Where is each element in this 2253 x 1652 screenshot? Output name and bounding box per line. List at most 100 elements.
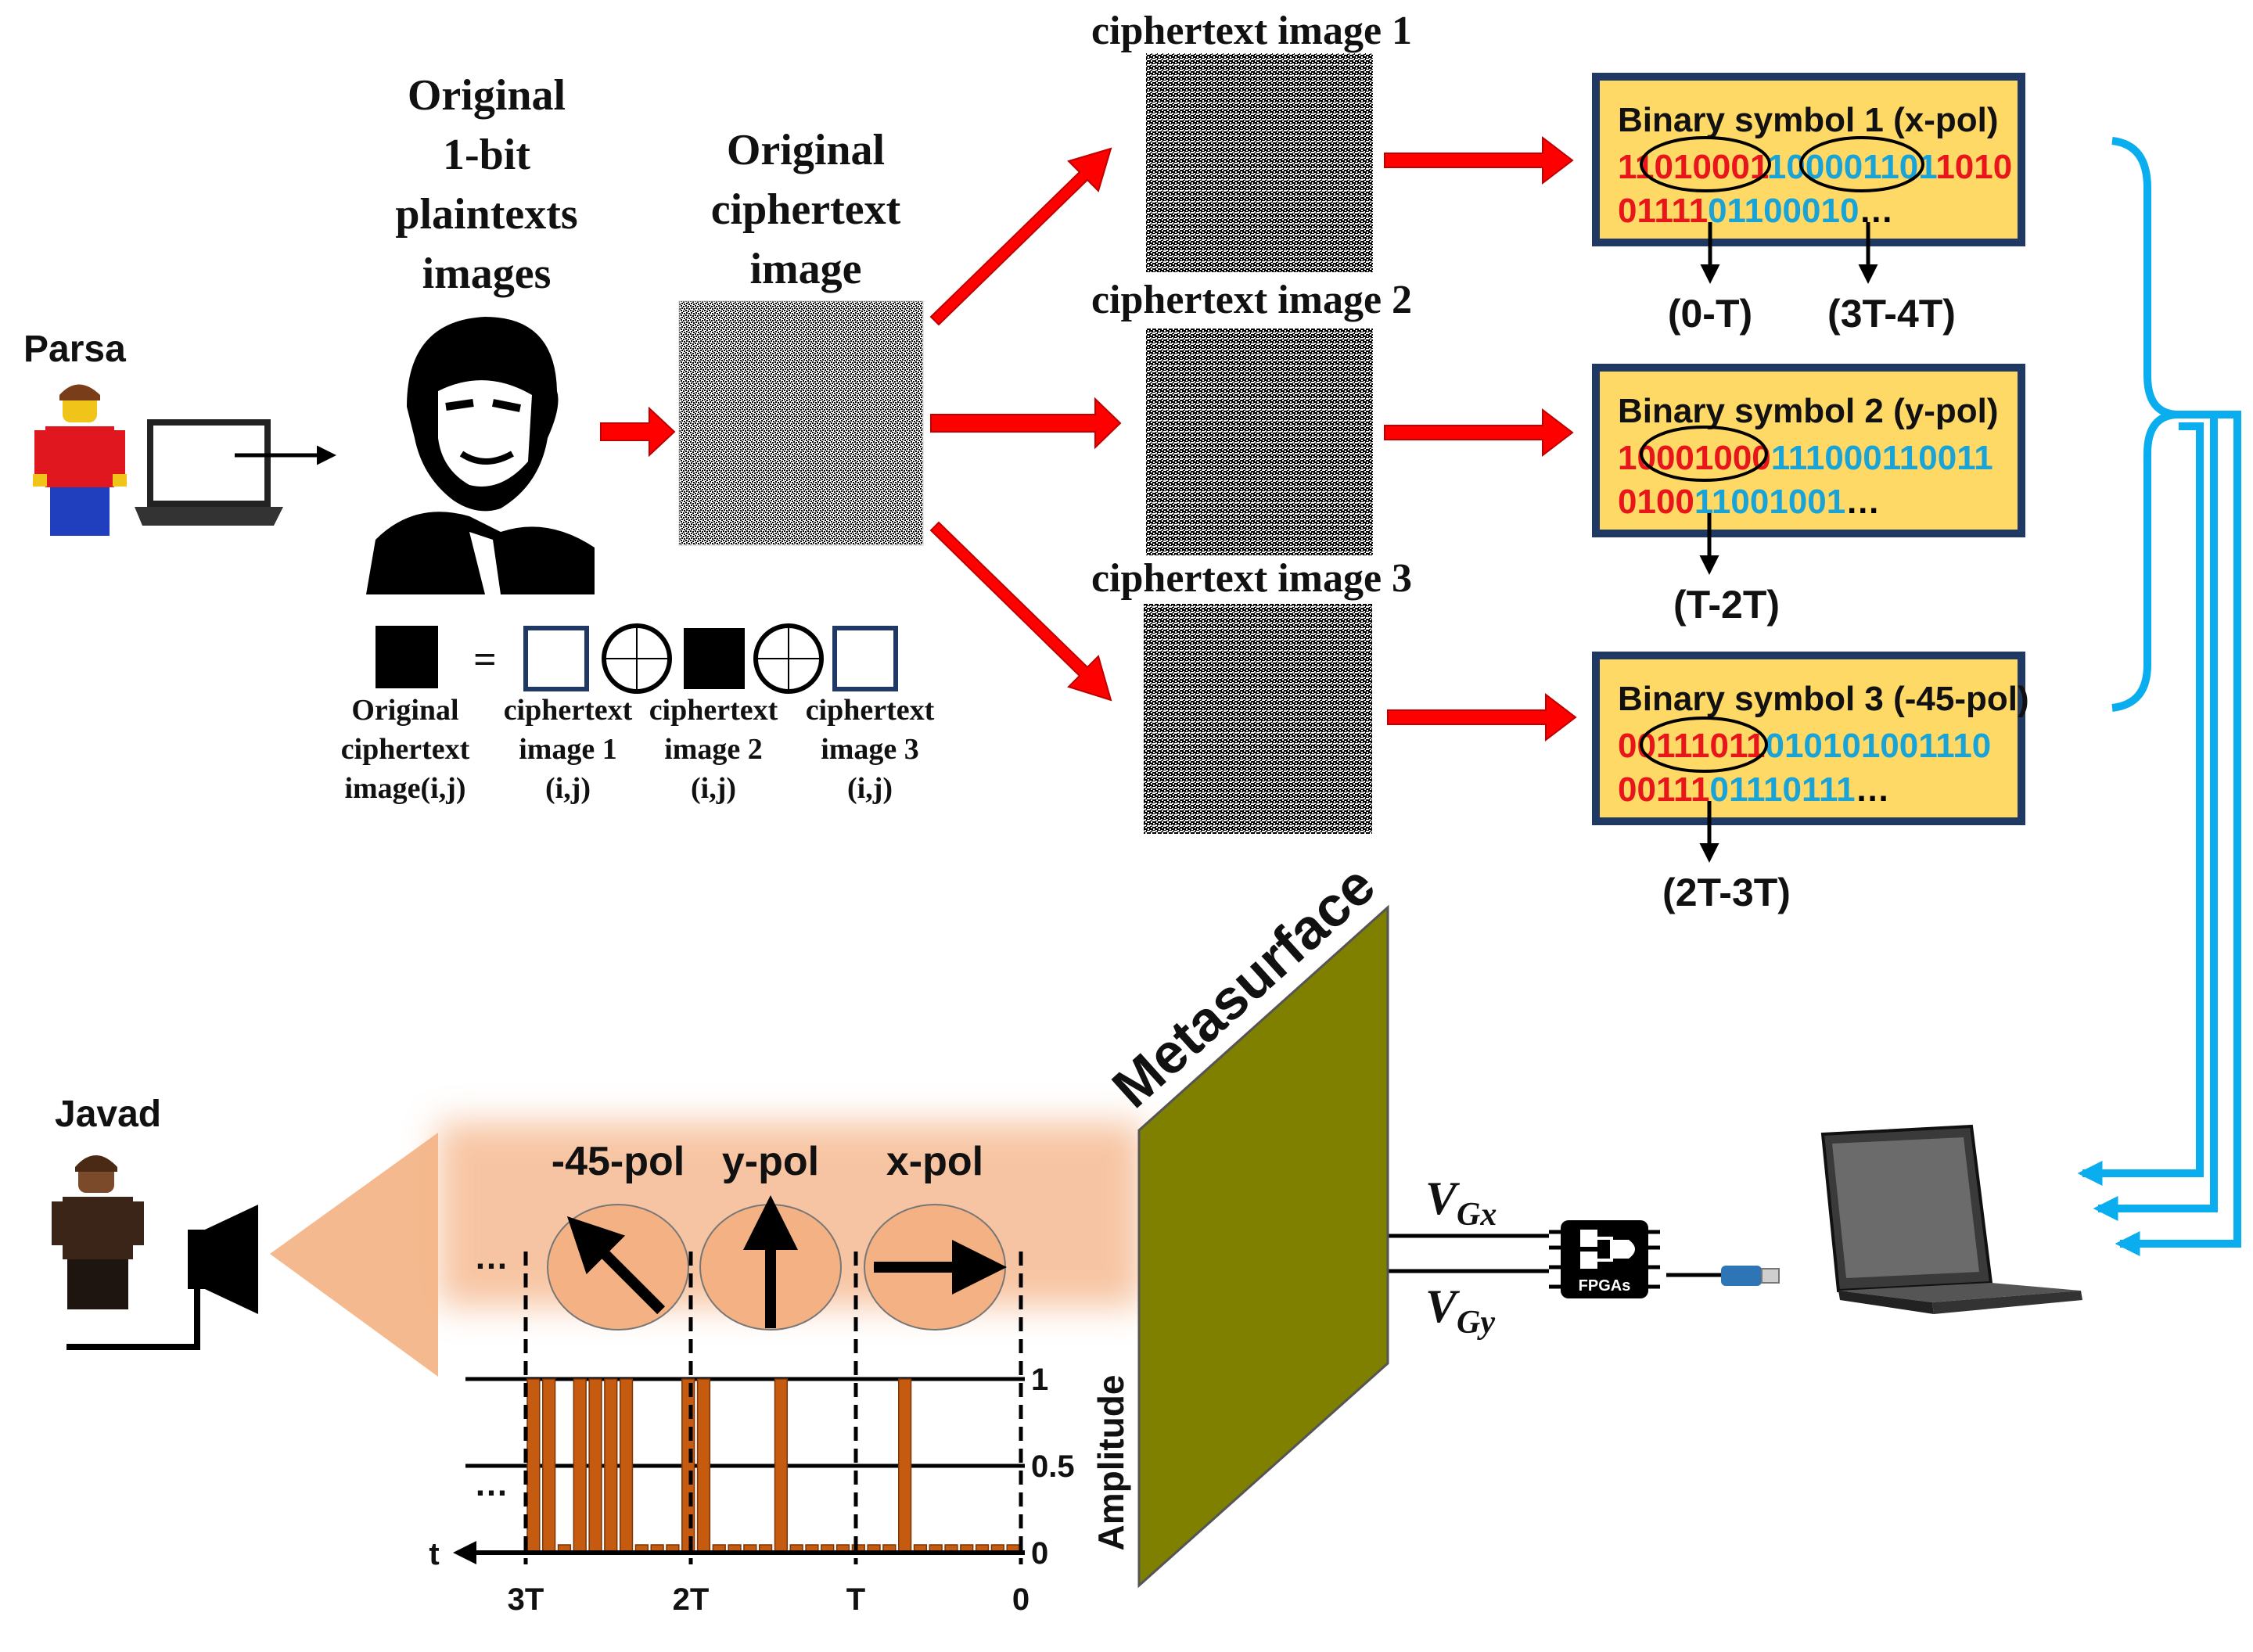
amplitude-bar [588, 1378, 602, 1553]
horn-antenna-icon [66, 1205, 258, 1350]
xor-white-square-1 [523, 626, 589, 691]
cipher-image-1 [1146, 53, 1373, 272]
binary-line-2: 0111101100010… [1618, 192, 1893, 230]
bit-group-oval [1799, 136, 1924, 192]
blue-bus-lines [2093, 411, 2241, 1257]
plaintext-title-line: images [422, 250, 552, 298]
polarization-label: -45-pol [552, 1139, 685, 1184]
binary-box-2: Binary symbol 2 (y-pol) 10001000111000110… [1592, 364, 2025, 627]
binary-line-1: 00111011010101001110 [1618, 727, 1991, 765]
split-arrow-3 [929, 521, 1112, 702]
binary-boxes: Binary symbol 1 (x-pol)11010001100001101… [1592, 73, 2029, 914]
beam-ellipsis: … [474, 1238, 508, 1277]
xor-captions: Originalciphertextimage(i,j)ciphertextim… [341, 694, 935, 805]
binary-box-frame [1592, 364, 2025, 537]
plaintext-portrait [366, 313, 595, 594]
binary-line-1: 10001000111000110011 [1618, 439, 1993, 477]
xor-caption-line: ciphertext [806, 694, 935, 727]
x-tick-label: 3T [508, 1582, 544, 1617]
bit-run: … [1856, 770, 1890, 809]
xor-caption-line: (i,j) [847, 772, 893, 805]
xor-caption-line: Original [351, 694, 458, 727]
xor-caption-line: ciphertext [504, 694, 633, 727]
bit-run: … [1845, 483, 1880, 521]
sender-figure [33, 384, 127, 536]
equals-sign: = [473, 637, 497, 682]
blue-bus-line-1 [2077, 422, 2204, 1187]
vgy-label: VGy [1425, 1280, 1495, 1341]
sender-laptop [135, 419, 283, 526]
polarization-states: -45-pol y-pol x-pol … [474, 1139, 1007, 1331]
binary-box-title: Binary symbol 3 (-45-pol) [1618, 680, 2029, 718]
time-slot-label: (2T-3T) [1662, 871, 1791, 914]
to-binary-3-arrow [1387, 692, 1577, 742]
cipher-image-3 [1144, 604, 1372, 834]
bit-group-oval [1640, 716, 1768, 773]
bit-run: 1010 [1935, 148, 2012, 186]
cipher-title: Original ciphertext image [711, 126, 901, 293]
polarization-arrow [566, 1216, 666, 1315]
y-tick-label: 0.5 [1031, 1449, 1075, 1484]
split-arrow-2 [930, 397, 1122, 450]
split-arrow-1 [929, 147, 1112, 326]
cipher-title-line: ciphertext [711, 185, 901, 234]
time-slot-label: (3T-4T) [1827, 292, 1956, 336]
plaintext-to-cipher-arrow [600, 406, 676, 458]
plaintext-title-line: 1-bit [443, 131, 530, 179]
polarization-label: y-pol [722, 1139, 819, 1184]
receiver-figure [52, 1155, 144, 1309]
time-slot-label: (0-T) [1668, 292, 1752, 336]
receiver-laptop [1820, 1124, 2082, 1314]
xor-caption-line: image 1 [519, 733, 617, 766]
cipher-image-3-label: ciphertext image 3 [1091, 556, 1412, 601]
amplitude-bar [573, 1378, 587, 1553]
time-slot-label: (T-2T) [1673, 583, 1780, 627]
y-tick-label: 1 [1031, 1363, 1048, 1397]
cipher-title-line: Original [727, 126, 885, 174]
amplitude-bar [619, 1378, 634, 1553]
cipher-title-line: image [749, 245, 861, 293]
x-tick-label: 0 [1012, 1582, 1029, 1617]
binary-box-title: Binary symbol 2 (y-pol) [1618, 392, 1999, 430]
plaintext-title-line: plaintexts [395, 190, 577, 239]
to-binary-1-arrow [1384, 135, 1574, 185]
binary-box-frame [1592, 73, 2025, 246]
fpga-chip: FPGAs [1549, 1220, 1660, 1298]
y-axis-label: Amplitude [1091, 1375, 1131, 1551]
binary-box-frame [1592, 652, 2025, 825]
amplitude-bar [696, 1378, 711, 1553]
binary-line-2: 0011101110111… [1618, 770, 1890, 809]
time-axis-label: t [429, 1537, 439, 1571]
xor-black-square-1 [376, 626, 438, 688]
xor-caption-line: image 3 [821, 733, 919, 766]
cipher-image-2-label: ciphertext image 2 [1091, 278, 1412, 322]
amplitude-bar [774, 1378, 789, 1553]
plaintext-title-line: Original [408, 71, 566, 120]
receiver-name: Javad [55, 1094, 161, 1135]
xor-caption-line: image 2 [664, 733, 763, 766]
amplitude-bar [542, 1378, 556, 1553]
x-tick-label: T [846, 1582, 865, 1617]
amplitude-bar [604, 1378, 618, 1553]
polarization-label: x-pol [886, 1139, 983, 1184]
binary-box-1: Binary symbol 1 (x-pol)11010001100001101… [1592, 73, 2025, 336]
binary-box-3: Binary symbol 3 (-45-pol) 001110110101010… [1592, 652, 2029, 914]
binary-line-2: 010011001001… [1618, 483, 1880, 521]
sender-name: Parsa [23, 329, 126, 370]
binary-box-title: Binary symbol 1 (x-pol) [1618, 101, 1999, 139]
bit-run: 01100010 [1708, 192, 1859, 230]
chart-ellipsis: … [474, 1465, 508, 1503]
bit-run: 111000110011 [1771, 439, 1993, 477]
bit-run: … [1859, 192, 1893, 230]
amplitude-bar [898, 1378, 912, 1553]
xor-white-square-2 [832, 626, 898, 691]
xor-caption-line: ciphertext [341, 733, 470, 766]
x-tick-label: 2T [673, 1582, 710, 1617]
xor-operator-2 [753, 623, 824, 694]
plaintext-title: Original 1-bit plaintexts images [395, 71, 577, 298]
xor-caption-line: ciphertext [649, 694, 778, 727]
cipher-image-2 [1146, 329, 1373, 555]
metasurface-panel [1137, 904, 1389, 1589]
